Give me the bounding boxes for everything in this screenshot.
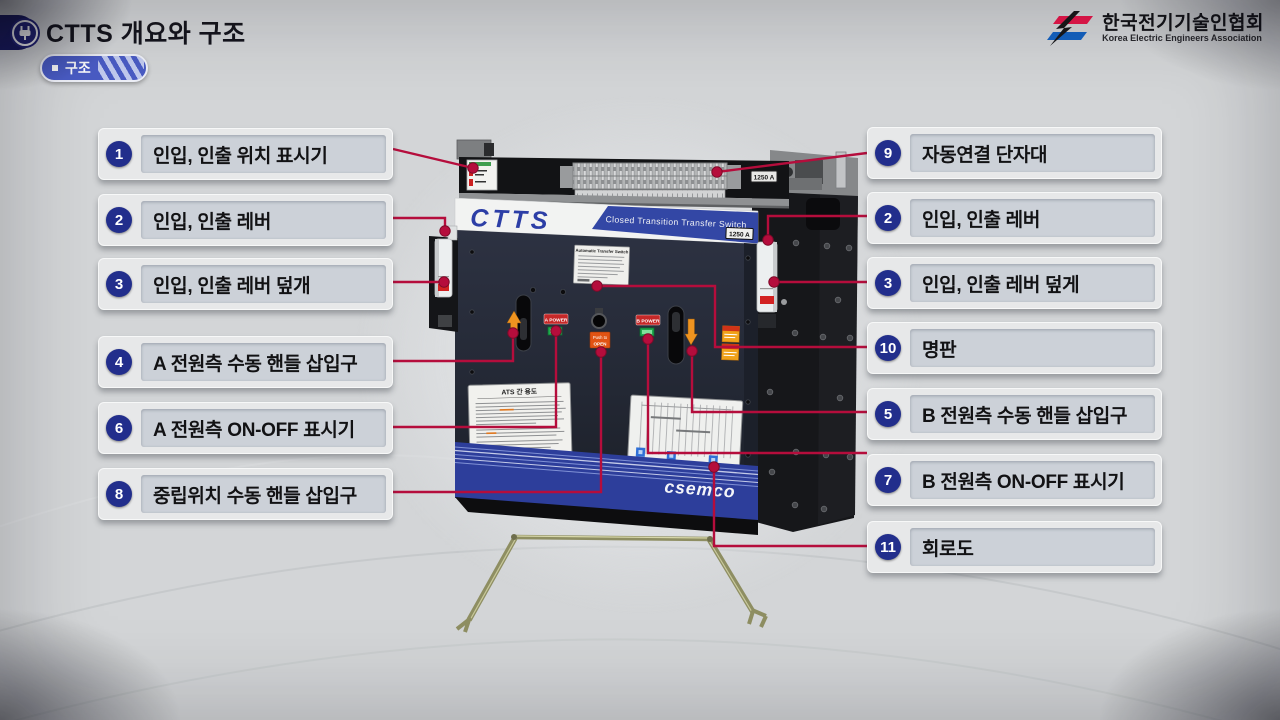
callout-right-10: 10 명판 — [867, 322, 1162, 374]
callout-right-5: 5 B 전원측 수동 핸들 삽입구 — [867, 388, 1162, 440]
association-logo-text: 한국전기기술인협회 Korea Electric Engineers Assoc… — [1102, 14, 1264, 43]
callout-label: 인입, 인출 레버 — [910, 199, 1155, 237]
callout-right-9: 9 자동연결 단자대 — [867, 127, 1162, 179]
callout-label: 인입, 인출 레버 — [141, 201, 386, 239]
callout-label: B 전원측 수동 핸들 삽입구 — [910, 395, 1155, 433]
rating-band-text: 1250 A — [729, 231, 750, 239]
callout-number-badge: 7 — [875, 467, 901, 493]
callout-left-1: 1 인입, 인출 위치 표시기 — [98, 128, 393, 180]
association-name-ko: 한국전기기술인협회 — [1102, 13, 1264, 35]
callout-label: B 전원측 ON-OFF 표시기 — [910, 461, 1155, 499]
callout-number-badge: 3 — [106, 271, 132, 297]
rating-badge-top: 1250 A — [750, 170, 778, 183]
callout-label: 명판 — [910, 329, 1155, 367]
callout-left-3: 3 인입, 인출 레버 덮개 — [98, 258, 393, 310]
callout-number-badge: 2 — [106, 207, 132, 233]
callout-label: 인입, 인출 레버 덮개 — [141, 265, 386, 303]
callout-label: 회로도 — [910, 528, 1155, 566]
callout-right-3: 3 인입, 인출 레버 덮게 — [867, 257, 1162, 309]
brand-text: CTTS — [470, 204, 552, 235]
device-front-panel: Automatic Transfer Switch A POWER — [454, 230, 759, 535]
rating-top-text: 1250 A — [754, 175, 775, 182]
callout-number-badge: 11 — [875, 534, 901, 560]
page-title: CTTS 개요와 구조 — [46, 20, 246, 48]
nameplate: Automatic Transfer Switch — [572, 244, 631, 286]
callout-number-badge: 8 — [106, 481, 132, 507]
callout-number-badge: 6 — [106, 415, 132, 441]
callout-label: 인입, 인출 위치 표시기 — [141, 135, 386, 173]
callout-left-4: 4 A 전원측 수동 핸들 삽입구 — [98, 336, 393, 388]
b-power-text: B POWER — [637, 318, 660, 324]
callout-label: A 전원측 ON-OFF 표시기 — [141, 409, 386, 447]
section-badge-label: 구조 — [65, 60, 91, 76]
callout-number-badge: 4 — [106, 349, 132, 375]
bullet-icon — [52, 65, 58, 71]
callout-right-11: 11 회로도 — [867, 521, 1162, 573]
callout-label: 자동연결 단자대 — [910, 134, 1155, 172]
push-open-line1: Push to — [593, 335, 608, 340]
callout-number-badge: 2 — [875, 205, 901, 231]
plug-icon — [10, 18, 40, 48]
callout-left-8: 8 중립위치 수동 핸들 삽입구 — [98, 468, 393, 520]
badge-stripes-decoration — [97, 56, 144, 80]
section-badge: 구조 — [40, 54, 148, 82]
callout-label: A 전원측 수동 핸들 삽입구 — [141, 343, 386, 381]
association-logo-icon — [1047, 11, 1094, 46]
callout-label: 중립위치 수동 핸들 삽입구 — [141, 475, 386, 513]
callout-number-badge: 10 — [875, 335, 901, 361]
callout-left-6: 6 A 전원측 ON-OFF 표시기 — [98, 402, 393, 454]
callout-label: 인입, 인출 레버 덮게 — [910, 264, 1155, 302]
callout-number-badge: 1 — [106, 141, 132, 167]
association-logo: 한국전기기술인협회 Korea Electric Engineers Assoc… — [1046, 11, 1264, 47]
callout-right-2: 2 인입, 인출 레버 — [867, 192, 1162, 244]
push-open-line2: OPEN — [593, 342, 607, 347]
association-name-en: Korea Electric Engineers Association — [1102, 33, 1262, 44]
a-power-text: A POWER — [545, 317, 568, 323]
callout-number-badge: 9 — [875, 140, 901, 166]
callout-right-7: 7 B 전원측 ON-OFF 표시기 — [867, 454, 1162, 506]
callout-left-2: 2 인입, 인출 레버 — [98, 194, 393, 246]
callout-number-badge: 3 — [875, 270, 901, 296]
callout-number-badge: 5 — [875, 401, 901, 427]
